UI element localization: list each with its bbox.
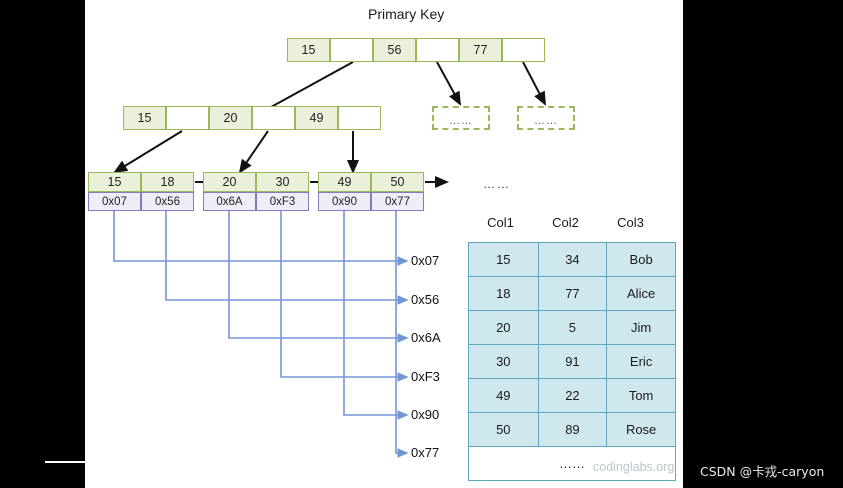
cell-r5-c2: Rose (606, 412, 676, 447)
cell-r0-c1: 34 (537, 242, 608, 277)
internal-cell-pointer-2 (252, 106, 295, 130)
pointer-label-5: 0x77 (411, 445, 440, 460)
left-border-artifact (45, 461, 85, 463)
table-row: 49 22 Tom (468, 378, 676, 413)
diagram-title: Primary Key (368, 6, 445, 22)
edge-internal-to-leaf-2 (238, 130, 269, 174)
table-footer-row: …… (468, 446, 676, 481)
internal-cell-key-2: 20 (209, 106, 252, 130)
connector-overlay (113, 61, 546, 458)
leaf-2-key-2: 30 (256, 172, 309, 192)
cell-r3-c0: 30 (468, 344, 539, 379)
table-header-col1: Col1 (487, 215, 514, 230)
table-row: 18 77 Alice (468, 276, 676, 311)
cell-r0-c2: Bob (606, 242, 676, 277)
pointer-label-0: 0x07 (411, 253, 440, 268)
table-row: 20 5 Jim (468, 310, 676, 345)
cell-r3-c2: Eric (606, 344, 676, 379)
leaf-2-key-1: 20 (203, 172, 256, 192)
table-footer-ellipsis: …… (468, 446, 676, 481)
root-cell-pointer-2 (416, 38, 459, 62)
root-cell-key-3: 77 (459, 38, 502, 62)
leaf-1-pointer-2: 0x56 (141, 192, 194, 211)
leaf-1-key-2: 18 (141, 172, 194, 192)
leaf-1-pointer-1: 0x07 (88, 192, 141, 211)
codinglabs-watermark: codinglabs.org (593, 460, 675, 474)
pointer-label-1: 0x56 (411, 292, 440, 307)
cell-r4-c2: Tom (606, 378, 676, 413)
root-cell-pointer-3 (502, 38, 545, 62)
cell-r4-c1: 22 (537, 378, 608, 413)
cell-r2-c0: 20 (468, 310, 539, 345)
leaf-2-pointer-1: 0x6A (203, 192, 256, 211)
placeholder-node-1: …… (432, 106, 490, 130)
leaf-3-pointer-2: 0x77 (371, 192, 424, 211)
record-table: 15 34 Bob 18 77 Alice 20 5 Jim 30 91 (468, 242, 676, 481)
root-cell-pointer-1 (330, 38, 373, 62)
cell-r2-c1: 5 (537, 310, 608, 345)
cell-r1-c2: Alice (606, 276, 676, 311)
pointer-label-2: 0x6A (411, 330, 441, 345)
cell-r0-c0: 15 (468, 242, 539, 277)
leaf-3-key-1: 49 (318, 172, 371, 192)
table-top-ellipsis: …… (483, 177, 511, 191)
pointer-line-0x56 (165, 211, 409, 305)
table-header-col3: Col3 (617, 215, 644, 230)
internal-cell-key-1: 15 (123, 106, 166, 130)
pointer-line-0x90 (343, 211, 409, 420)
pointer-label-3: 0xF3 (411, 369, 440, 384)
edge-root-to-placeholder-1 (436, 61, 461, 106)
table-header-col2: Col2 (552, 215, 579, 230)
pointer-line-0xF3 (280, 211, 409, 382)
table-row: 30 91 Eric (468, 344, 676, 379)
internal-cell-pointer-1 (166, 106, 209, 130)
cell-r5-c1: 89 (537, 412, 608, 447)
cell-r1-c0: 18 (468, 276, 539, 311)
table-row: 50 89 Rose (468, 412, 676, 447)
cell-r5-c0: 50 (468, 412, 539, 447)
csdn-watermark: CSDN @卡戎-caryon (700, 464, 825, 479)
leaf-1-key-1: 15 (88, 172, 141, 192)
edge-internal-to-leaf-1 (113, 130, 183, 174)
placeholder-node-2: …… (517, 106, 575, 130)
root-cell-key-2: 56 (373, 38, 416, 62)
internal-cell-key-3: 49 (295, 106, 338, 130)
pointer-line-0x07 (113, 211, 409, 266)
cell-r4-c0: 49 (468, 378, 539, 413)
leaf-3-key-2: 50 (371, 172, 424, 192)
table-row: 15 34 Bob (468, 242, 676, 277)
diagram-canvas: Primary Key 15 56 77 15 20 49 …… …… 15 1… (85, 0, 683, 488)
cell-r2-c2: Jim (606, 310, 676, 345)
pointer-line-0x77 (395, 211, 409, 458)
pointer-line-0x6A (228, 211, 409, 343)
internal-cell-pointer-3 (338, 106, 381, 130)
cell-r3-c1: 91 (537, 344, 608, 379)
root-cell-key-1: 15 (287, 38, 330, 62)
cell-r1-c1: 77 (537, 276, 608, 311)
leaf-2-pointer-2: 0xF3 (256, 192, 309, 211)
pointer-label-4: 0x90 (411, 407, 440, 422)
edge-root-to-placeholder-2 (522, 61, 546, 106)
leaf-3-pointer-1: 0x90 (318, 192, 371, 211)
